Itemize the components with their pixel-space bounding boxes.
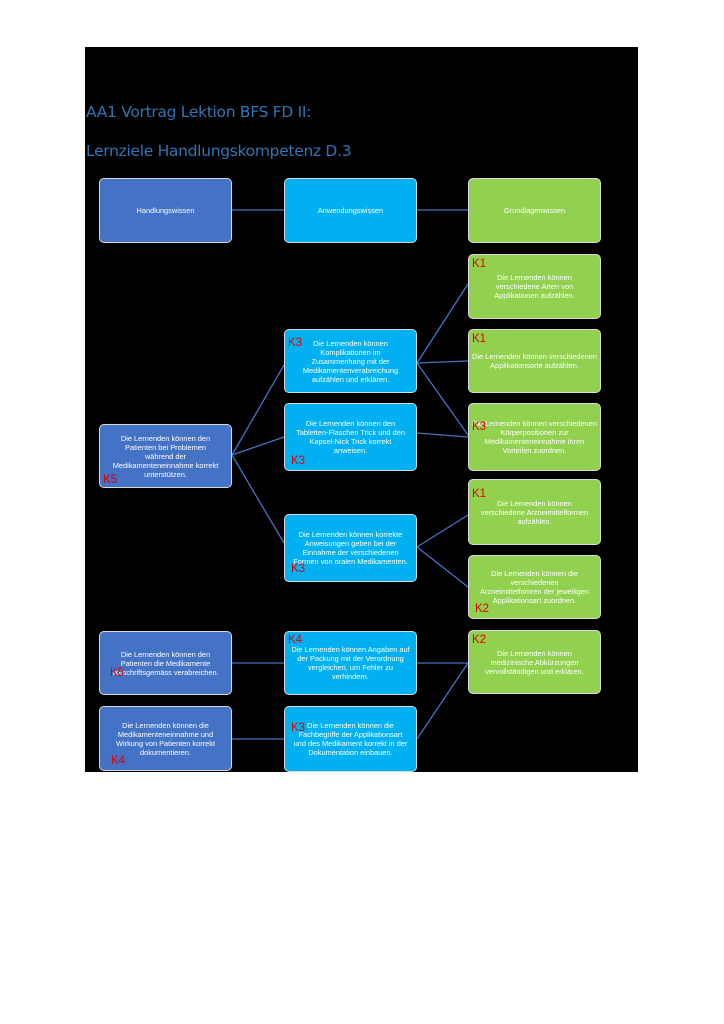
level-label-h1: K5 [103,474,118,486]
level-label-g6: K2 [472,634,487,646]
level-label-g4: K1 [472,488,487,500]
node-text: Die Lernenden können den Patienten die M… [112,649,219,677]
connector-a1-g3 [416,362,469,436]
connector-a5-g6 [416,662,469,740]
node-text: Die Lernenden können verschiedene Arten … [494,273,575,300]
node-a4: Die Lernenden können Angaben auf der Pac… [284,631,417,695]
level-label-g5: K2 [475,603,490,615]
node-h2: Die Lernenden können den Patienten die M… [99,631,232,695]
node-a5: Die Lernenden können die Fachbegriffe de… [284,706,417,772]
node-g5: Die Lernenden können die verschiedenen A… [468,555,601,619]
connector-h1-a3 [231,454,285,544]
level-label-a3: K3 [291,563,306,575]
connector-h1-a1 [231,364,285,456]
header-label: Anwendungswissen [317,206,384,215]
node-text: Die Lernenden können den Patienten bei P… [112,433,219,479]
node-a1: Die Lernenden können Komplikationen im Z… [284,329,417,393]
node-h1: Die Lernenden können den Patienten bei P… [99,424,232,488]
level-label-g3: K3 [472,421,487,433]
level-label-a1: K3 [288,337,303,349]
node-g6: Die Lernenden können medizinische Abkürz… [468,630,601,694]
connector-a3-g4 [416,514,469,548]
level-label-g2: K1 [472,333,487,345]
node-g3: Die Lernenden können verschiedenen Körpe… [468,403,601,471]
level-label-a4: K4 [288,634,303,646]
title-line-1: AA1 Vortrag Lektion BFS FD II: [86,103,312,121]
connector-a1-g2 [416,360,469,364]
level-label-h2: K5 [110,667,125,679]
connector-h1-a2 [231,436,285,456]
slide: AA1 Vortrag Lektion BFS FD II: Lernziele… [85,47,638,772]
connector-a3-g5 [416,546,469,588]
header-grundlagenwissen: Grundlagenwissen [468,178,601,243]
node-g4: Die Lernenden können verschiedene Arznei… [468,479,601,545]
node-text: Die Lernenden können medizinische Abkürz… [485,648,584,676]
node-text: Die Lernenden können Komplikationen im Z… [302,338,399,384]
header-handlungswissen: Handlungswissen [99,178,232,243]
level-label-a5: K3 [291,722,306,734]
node-g1: Die Lernenden können verschiedene Arten … [468,254,601,319]
node-text: Die Lernenden können verschiedenen Körpe… [472,419,597,455]
node-text: Die Lernenden können verschiedenen Appli… [472,352,597,370]
node-text: Die Lernenden können die Medikamentenein… [116,720,215,757]
header-label: Grundlagenwissen [503,206,566,215]
level-label-a2: K3 [291,455,306,467]
node-text: Die Lernenden können den Tabletten-Flasc… [296,419,405,455]
node-g2: Die Lernenden können verschiedenen Appli… [468,329,601,393]
connector-a1-g1 [416,283,469,364]
node-text: Die Lernenden können verschiedene Arznei… [480,498,589,526]
node-text: Die Lernenden können Angaben auf der Pac… [291,645,410,681]
level-label-h3: K4 [111,755,126,767]
node-h3: Die Lernenden können die Medikamentenein… [99,706,232,771]
node-text: Die Lernenden können korrekte Anweisunge… [293,530,408,566]
node-text: Die Lernenden können die verschiedenen A… [480,569,589,605]
header-label: Handlungswissen [136,206,195,215]
node-text: Die Lernenden können die Fachbegriffe de… [293,721,408,757]
header-anwendungswissen: Anwendungswissen [284,178,417,243]
title-line-2: Lernziele Handlungskompetenz D.3 [86,142,352,160]
level-label-g1: K1 [472,258,487,270]
connector-lines [231,209,469,740]
connector-a2-g3 [416,432,469,438]
node-a3: Die Lernenden können korrekte Anweisunge… [284,514,417,582]
node-a2: Die Lernenden können den Tabletten-Flasc… [284,403,417,471]
